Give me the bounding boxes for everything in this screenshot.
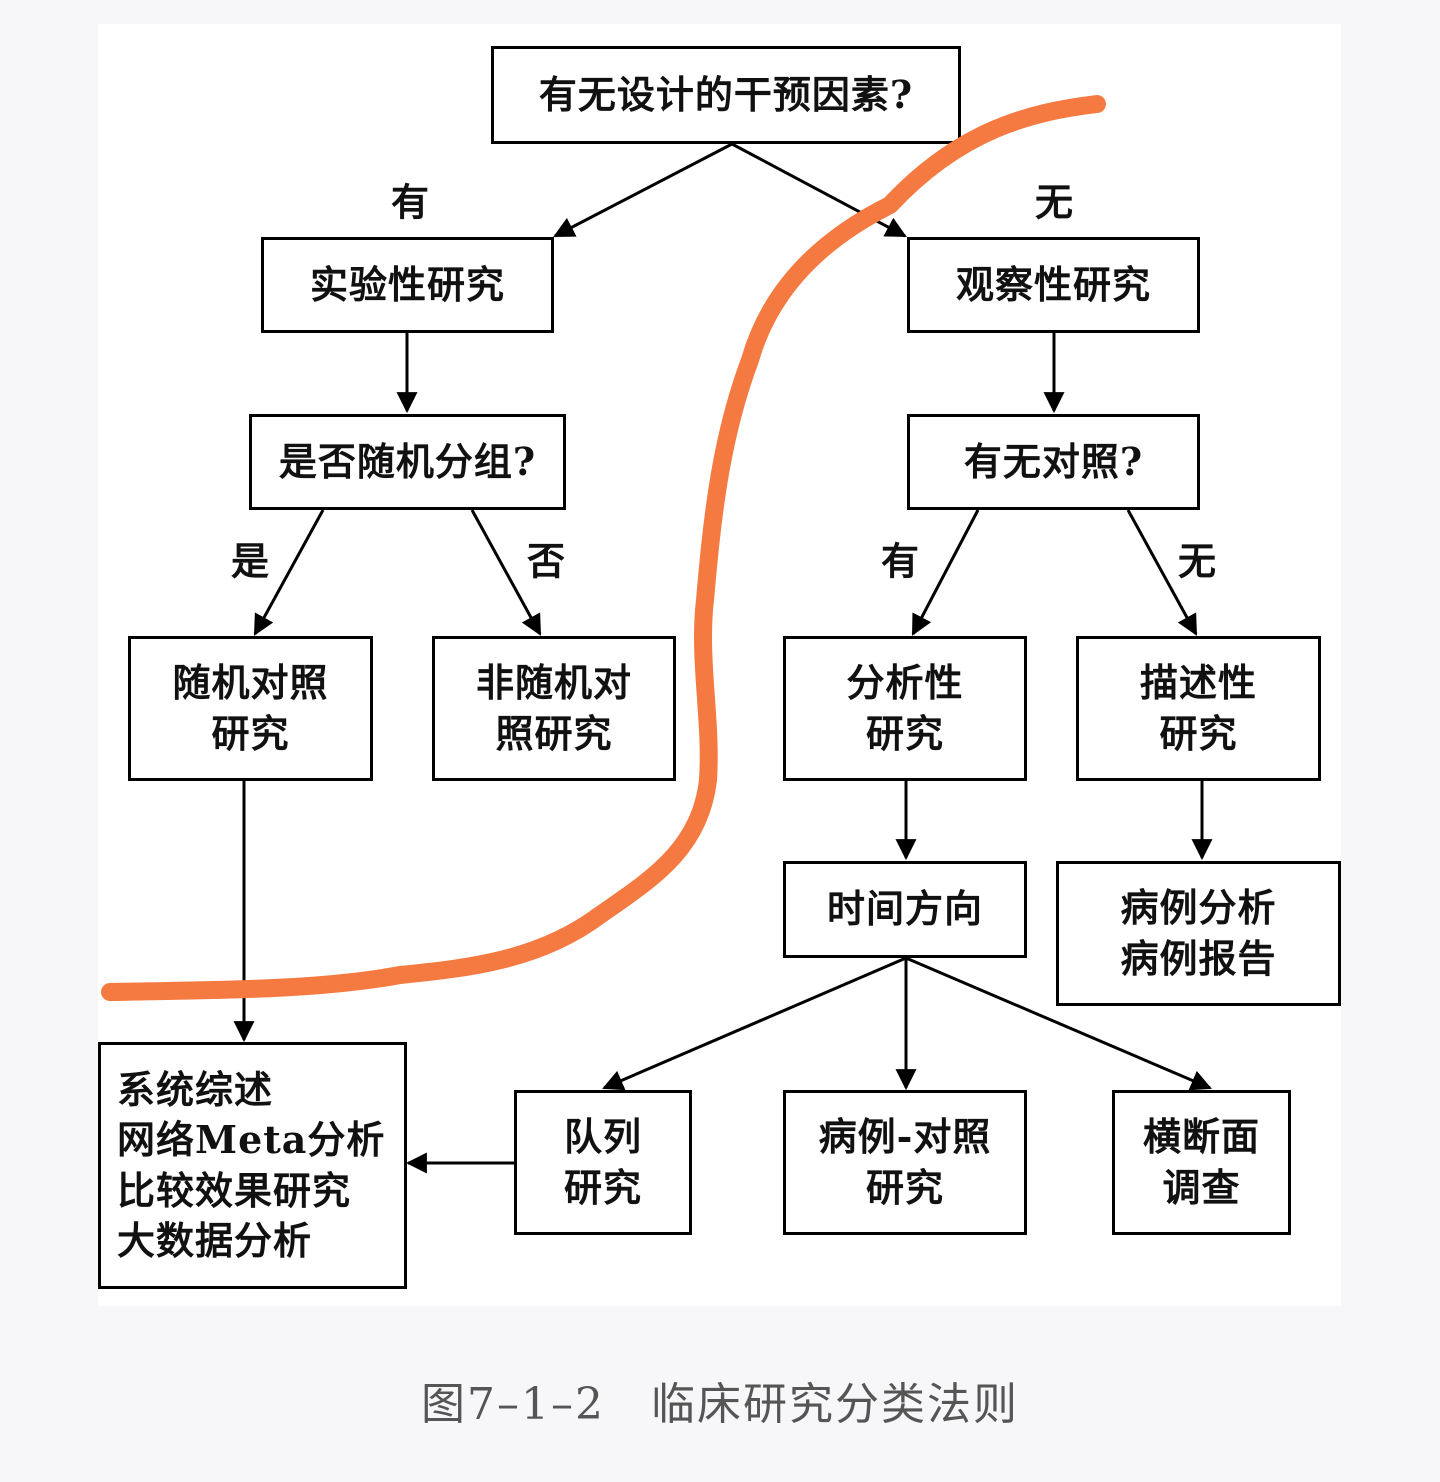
node-text-line: 系统综述 [117, 1067, 274, 1113]
node-non-rct: 非随机对照研究 [432, 636, 676, 781]
node-text-line: 观察性研究 [955, 261, 1151, 307]
node-root: 有无设计的干预因素? [491, 46, 961, 144]
node-text-line: 描述性 [1139, 660, 1257, 706]
node-text-line: 比较效果研究 [117, 1167, 352, 1213]
node-text-line: 非随机对 [475, 660, 632, 706]
node-text-line: 研究 [211, 710, 290, 756]
node-text-line: 网络Meta分析 [117, 1117, 386, 1163]
node-text-line: 队列 [563, 1114, 642, 1160]
arrow-random-no [470, 509, 542, 636]
edge-label-root-no: 无 [1034, 179, 1074, 225]
node-analytic: 分析性研究 [783, 636, 1027, 781]
node-descriptive: 描述性研究 [1076, 636, 1321, 781]
node-randomized-question: 是否随机分组? [249, 414, 566, 510]
node-text-line: 大数据分析 [117, 1217, 313, 1263]
node-time-direction: 时间方向 [783, 861, 1027, 958]
node-text-line: 调查 [1162, 1164, 1241, 1210]
arrow-control-no [1126, 509, 1198, 636]
node-text-line: 时间方向 [826, 886, 983, 932]
edge-label-random-no: 否 [526, 538, 566, 584]
arrow-root-to-experimental [553, 142, 733, 238]
figure-caption: 图7–1–2 临床研究分类法则 [421, 1379, 1019, 1430]
node-text-line: 随机对照 [172, 660, 329, 706]
node-text-line: 是否随机分组? [278, 438, 537, 484]
edge-label-root-yes: 有 [390, 179, 430, 225]
edge-label-control-no: 无 [1177, 538, 1217, 584]
node-text-line: 病例-对照 [818, 1114, 992, 1160]
edge-label-random-yes: 是 [230, 538, 270, 584]
node-cross-sectional: 横断面调查 [1112, 1090, 1291, 1235]
edge-label-control-yes: 有 [880, 538, 920, 584]
node-observational: 观察性研究 [907, 237, 1200, 333]
node-text-line: 实验性研究 [309, 261, 505, 307]
node-text-line: 研究 [865, 1164, 944, 1210]
node-text-line: 病例分析 [1120, 885, 1277, 931]
arrow-time-to-cross-sectional [905, 956, 1212, 1091]
node-text-line: 有无设计的干预因素? [538, 71, 914, 117]
node-cohort: 队列研究 [514, 1090, 692, 1235]
node-text-line: 有无对照? [963, 438, 1144, 484]
node-text-line: 病例报告 [1120, 935, 1277, 981]
node-text-line: 研究 [563, 1164, 642, 1210]
node-control-question: 有无对照? [907, 414, 1200, 510]
arrow-random-yes [253, 509, 325, 636]
node-systematic-review: 系统综述网络Meta分析比较效果研究大数据分析 [98, 1042, 407, 1289]
node-text-line: 照研究 [495, 710, 613, 756]
node-case-reports: 病例分析病例报告 [1056, 861, 1341, 1006]
node-rct: 随机对照研究 [128, 636, 373, 781]
node-text-line: 研究 [1159, 710, 1238, 756]
node-case-control: 病例-对照研究 [783, 1090, 1027, 1235]
node-text-line: 横断面 [1142, 1114, 1260, 1160]
node-text-line: 研究 [865, 710, 944, 756]
arrow-time-to-cohort [602, 956, 907, 1091]
node-text-line: 分析性 [846, 660, 964, 706]
arrow-control-yes [911, 509, 980, 636]
node-experimental: 实验性研究 [261, 237, 554, 333]
